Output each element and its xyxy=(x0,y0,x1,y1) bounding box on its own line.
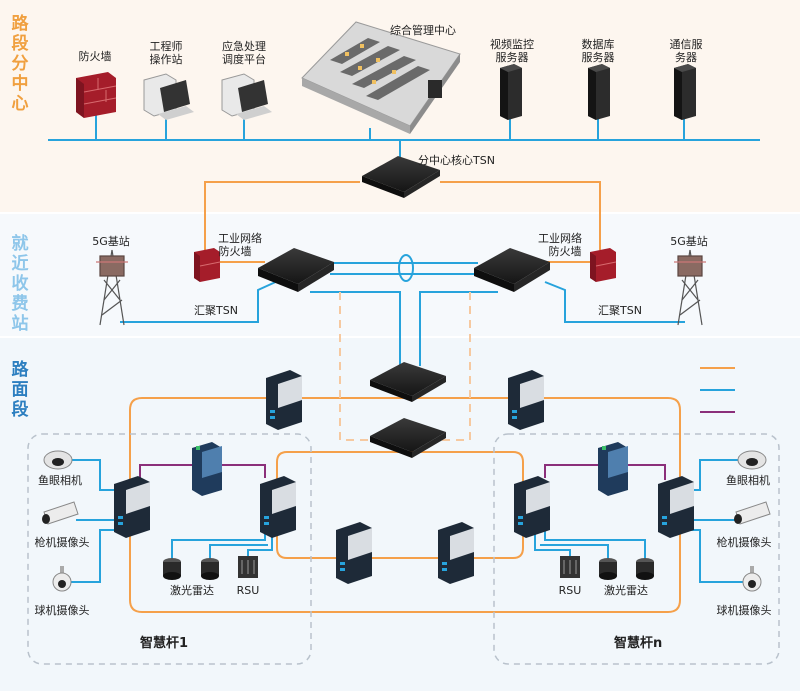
polen-dome-camera-icon xyxy=(742,566,762,592)
link-aggregation-mark xyxy=(398,254,414,282)
road-core-switch-upper-icon xyxy=(370,362,446,402)
polen-fisheye-label: 鱼眼相机 xyxy=(726,474,770,487)
pole1-edge-switch-icon xyxy=(260,476,296,538)
pole1-dome-camera-icon xyxy=(52,566,72,592)
polen-edge-switch-icon xyxy=(514,476,550,538)
core-tsn-label: 分中心核心TSN xyxy=(418,154,495,167)
polen-main-switch-icon xyxy=(658,476,694,538)
aggregation-tsn-left-label: 汇聚TSN xyxy=(194,304,238,317)
pole1-boundary xyxy=(27,433,312,665)
section-label-road: 路面段 xyxy=(11,360,29,420)
comm-server-label-2: 务器 xyxy=(675,51,697,64)
pole1-lidar-a-icon xyxy=(163,558,181,580)
pole1-main-switch-icon xyxy=(114,476,150,538)
comm-server-label-1: 通信服 xyxy=(669,38,703,51)
pole1-rsu-icon xyxy=(238,556,258,578)
polen-dome-label: 球机摄像头 xyxy=(716,604,772,617)
pole1-bullet-label: 枪机摄像头 xyxy=(34,536,90,549)
engineer-station-label-2: 操作站 xyxy=(149,53,183,66)
polen-boundary xyxy=(493,433,780,665)
engineer-station-icon xyxy=(143,73,194,120)
polen-bullet-label: 枪机摄像头 xyxy=(716,536,772,549)
ring-switch-left-top-icon xyxy=(266,370,302,430)
polen-lidar-a-icon xyxy=(599,558,617,580)
database-server-label-1: 数据库 xyxy=(581,38,615,51)
pole1-lidar-b-icon xyxy=(201,558,219,580)
polen-fisheye-camera-icon xyxy=(737,450,767,470)
pole1-lidar-label: 激光雷达 xyxy=(170,584,214,597)
firewall-icon xyxy=(76,72,117,118)
ring-switch-bottom-right-icon xyxy=(438,522,474,584)
5g-right-label: 5G基站 xyxy=(670,235,708,248)
pole1-rsu-label: RSU xyxy=(236,584,260,597)
pole1-fisheye-label: 鱼眼相机 xyxy=(38,474,82,487)
polen-gateway-icon xyxy=(598,442,628,496)
aggregation-tsn-right-label: 汇聚TSN xyxy=(598,304,642,317)
video-server-label-1: 视频监控 xyxy=(490,38,534,51)
industrial-firewall-left-label-2: 防火墙 xyxy=(218,245,252,258)
emergency-platform-label-1: 应急处理 xyxy=(222,40,266,53)
polen-rsu-label: RSU xyxy=(558,584,582,597)
industrial-firewall-right-label-1: 工业网络 xyxy=(538,232,582,245)
polen-title: 智慧杆n xyxy=(614,636,663,651)
5g-tower-right-icon xyxy=(674,249,706,326)
engineer-station-label-1: 工程师 xyxy=(149,40,183,53)
polen-rsu-icon xyxy=(560,556,580,578)
emergency-platform-icon xyxy=(221,73,272,120)
section-label-station: 就近收费站 xyxy=(11,234,29,334)
comm-server-icon xyxy=(674,64,696,120)
polen-lidar-label: 激光雷达 xyxy=(604,584,648,597)
pole1-gateway-icon xyxy=(192,442,222,496)
polen-lidar-b-icon xyxy=(636,558,654,580)
database-server-label-2: 服务器 xyxy=(581,51,615,64)
5g-tower-left-icon xyxy=(96,249,128,326)
emergency-platform-label-2: 调度平台 xyxy=(222,53,266,66)
blue-links xyxy=(48,112,760,583)
management-center-label: 综合管理中心 xyxy=(390,24,456,37)
backup-links xyxy=(339,292,471,441)
pole1-title: 智慧杆1 xyxy=(140,636,189,651)
purple-links xyxy=(139,411,735,480)
video-server-label-2: 服务器 xyxy=(495,51,529,64)
industrial-firewall-left-label-1: 工业网络 xyxy=(218,232,262,245)
management-center-icon xyxy=(301,21,461,134)
industrial-firewall-right-icon xyxy=(590,248,617,282)
firewall-label: 防火墙 xyxy=(78,50,112,63)
industrial-firewall-left-icon xyxy=(194,248,221,282)
5g-left-label: 5G基站 xyxy=(92,235,130,248)
industrial-firewall-right-label-2: 防火墙 xyxy=(548,245,582,258)
database-server-icon xyxy=(588,64,610,120)
ring-switch-bottom-left-icon xyxy=(336,522,372,584)
video-server-icon xyxy=(500,64,522,120)
aggregation-tsn-right-icon xyxy=(474,248,550,292)
ring-switch-right-top-icon xyxy=(508,370,544,430)
pole1-fisheye-camera-icon xyxy=(43,450,73,470)
aggregation-tsn-left-icon xyxy=(258,248,334,292)
polen-bullet-camera-icon xyxy=(734,501,771,525)
section-label-center: 路段分中心 xyxy=(11,14,29,114)
pole1-dome-label: 球机摄像头 xyxy=(34,604,90,617)
core-tsn-switch-icon xyxy=(362,156,440,198)
road-core-switch-lower-icon xyxy=(370,418,446,458)
pole1-bullet-camera-icon xyxy=(42,501,79,525)
